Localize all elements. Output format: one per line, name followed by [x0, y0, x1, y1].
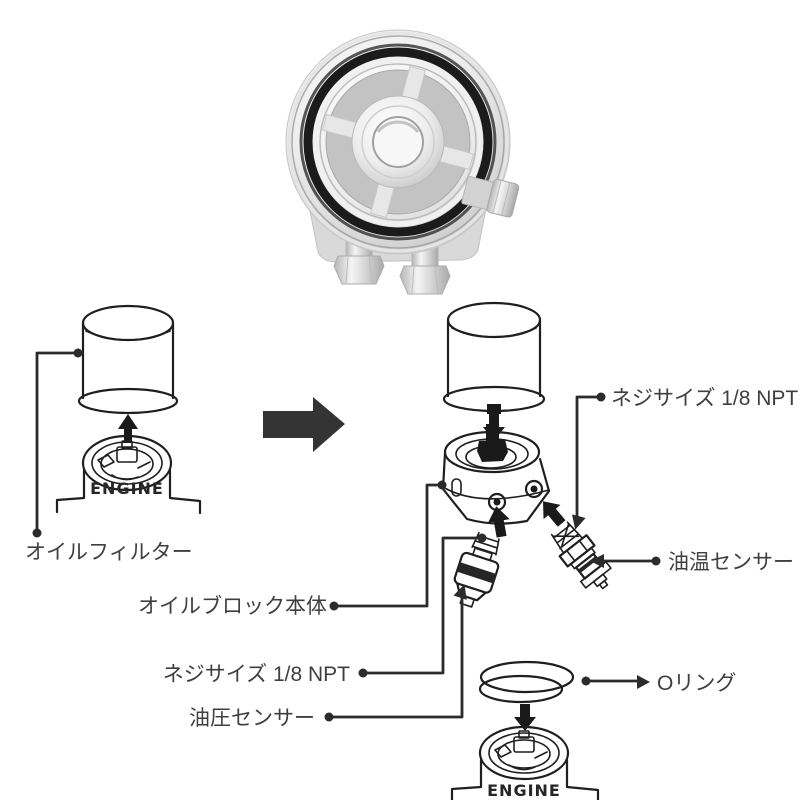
adapter-outer-highlight: [287, 31, 509, 253]
oil-temp-sensor-drawing: [550, 521, 612, 590]
block-center-nut: [477, 439, 508, 462]
leader-thread-size-bottom: ネジサイズ 1/8 NPT: [163, 533, 487, 686]
adapter-outer-edge: [291, 35, 505, 249]
leader-oil-block-body: オイルブロック本体: [138, 480, 447, 618]
block-port-side: [524, 479, 544, 499]
label-oil-pressure-sensor: 油圧センサー: [189, 707, 315, 730]
adapter-center-hole: [372, 116, 424, 168]
engine-drawing-right: ENGINE: [450, 725, 600, 800]
adapter-side-port: [461, 176, 520, 218]
arrow-up-icon: [118, 414, 138, 443]
oil-filter-drawing-right: [442, 301, 546, 441]
label-thread-size-top: ネジサイズ 1/8 NPT: [611, 387, 798, 410]
leader-oil-filter: オイルフィルター: [25, 348, 193, 564]
engine-drawing-left: ENGINE: [55, 434, 202, 515]
engine-label-right: ENGINE: [487, 781, 561, 800]
adapter-hub-ring: [361, 105, 435, 179]
adapter-hole-shadow: [376, 120, 420, 133]
label-thread-size-bottom: ネジサイズ 1/8 NPT: [163, 663, 350, 686]
oil-pressure-sensor-drawing: [453, 531, 500, 608]
adapter-oring-seal: [303, 47, 493, 237]
block-center-stud: [486, 424, 499, 444]
arrow-up-icon: [487, 506, 510, 538]
adapter-bevel-edge: [319, 63, 477, 221]
label-oil-block-body: オイルブロック本体: [138, 595, 327, 618]
arrow-down-icon: [514, 704, 536, 731]
engine-label-left: ENGINE: [90, 479, 164, 498]
label-o-ring: Oリング: [657, 672, 736, 695]
arrow-up-left-icon: [543, 501, 566, 527]
oil-block-drawing: [441, 424, 551, 525]
sensor-label-band: [456, 562, 497, 584]
adapter-oring-groove: [299, 43, 497, 241]
oil-filter-drawing-left: [77, 304, 179, 443]
leader-oil-pressure-sensor: 油圧センサー: [189, 584, 467, 730]
filter-nipple: [487, 404, 501, 414]
right-arrow-icon: [263, 397, 345, 452]
leader-oil-temp-sensor: 油温センサー: [590, 551, 794, 574]
leader-o-ring: Oリング: [581, 672, 736, 695]
product-photo-oil-block-adapter: [285, 29, 520, 295]
o-ring-drawing: [478, 660, 575, 704]
label-oil-filter: オイルフィルター: [25, 541, 193, 564]
leader-thread-size-top: ネジサイズ 1/8 NPT: [572, 387, 798, 530]
label-oil-temp-sensor: 油温センサー: [668, 551, 794, 574]
adapter-bevel: [313, 57, 483, 227]
